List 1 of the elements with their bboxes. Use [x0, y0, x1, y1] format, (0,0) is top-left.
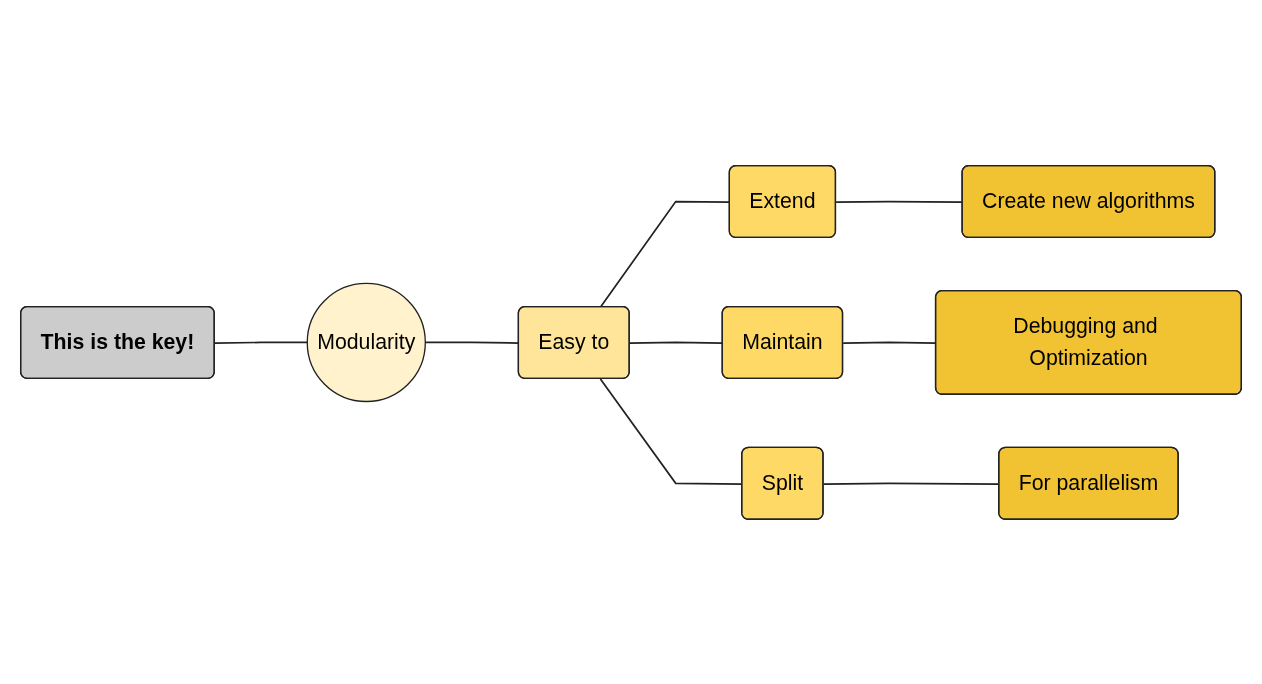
node-circle: Modularity: [306, 282, 426, 402]
